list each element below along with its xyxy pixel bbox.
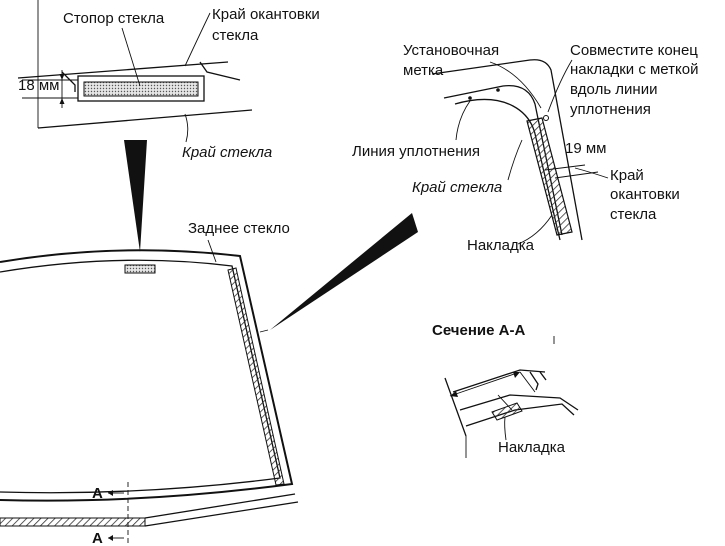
section-body-1 [459,394,579,411]
detail-molding-alignment: 19 мм Установочная метка Совместите коне… [352,42,698,254]
right-trim-tick [199,61,241,81]
install-mark-label-2: метка [403,62,444,79]
bottom-edge-1 [144,493,296,519]
trim-edge2-leader [574,167,609,179]
molding-detail [526,117,573,236]
glass-stopper-label: Стопор стекла [63,10,165,27]
detail-glass-stopper: 18 мм Стопор стекла Край окантовки стекл… [17,0,320,161]
glass-edge-line [37,109,253,129]
section-mark-bottom-head [108,535,113,541]
section-lip-1 [529,371,539,391]
rear-glass-outer [0,249,294,502]
trim-edge-label-2: стекла [212,27,259,44]
glass-edge-label: Край стекла [182,144,272,161]
install-mark-label-1: Установочная [403,42,499,59]
section-title: Сечение А-А [432,322,525,339]
section-clip [497,394,513,411]
glass-stopper-body [83,81,199,97]
molding-leader [517,214,553,245]
glass-edge-leader [184,113,189,143]
section-lip-2 [539,371,547,381]
section-ext [519,371,536,393]
section-left-edge [444,377,467,437]
zoom-wedge-right [270,213,418,330]
trim-edge-label-1: Край окантовки [212,6,320,23]
section-body-2 [465,403,575,427]
trim-edge2-label-3: стекла [610,206,657,223]
align-label-1: Совместите конец [570,42,698,59]
dim-19-line [554,171,599,179]
trim-edge2-label-1: Край [610,167,644,184]
rear-glass-leader [207,239,217,263]
section-dim-arrow-r [513,372,520,378]
molding-bottom [0,517,146,527]
section-molding [491,402,523,421]
seal-point-1 [496,88,500,92]
trim-edge2-label-2: окантовки [610,186,680,203]
section-glass-top [452,369,546,393]
section-mark-bottom: A [92,530,103,546]
trim-edge-outer [431,59,583,241]
seal-line-label: Линия уплотнения [352,143,480,160]
dim-19-label: 19 мм [565,140,606,157]
seal-point-2 [468,96,472,100]
left-trim-tick [61,71,76,92]
section-a-a: Сечение А-А Накладка [432,322,579,458]
dim-19-ext-1 [544,164,586,171]
zoom-wedge-top [124,140,147,252]
detail-ref-mark [259,329,269,333]
section-dim-line [449,371,521,397]
align-label-2: накладки с меткой [570,61,698,78]
align-label-4: уплотнения [570,101,651,118]
align-label-3: вдоль линии [570,81,657,98]
rear-glass-drawing: A A Заднее стекло [0,220,299,546]
glass-stopper-leader [121,27,141,87]
rear-glass-label: Заднее стекло [188,220,290,237]
bottom-edge-2 [144,501,299,527]
seal-line-leader [455,100,471,141]
section-molding-leader [504,416,507,441]
install-mark-leader [489,61,542,109]
molding-label: Накладка [467,237,535,254]
section-mark-top-head [108,490,113,496]
install-mark-dot [543,115,549,121]
dim-18-arrow-bottom [59,98,65,104]
glass-edge-label-2: Край стекла [412,179,502,196]
molding-side [227,267,285,486]
dim-18-label: 18 мм [18,77,59,94]
glass-edge-leader-2 [507,139,523,181]
section-dim-arrow-l [450,391,458,397]
trim-edge-leader [184,12,211,67]
glass-edge-inner [443,84,563,236]
section-mark-top: A [92,485,103,502]
glass-stopper-small [124,264,156,274]
section-molding-label: Накладка [498,439,566,456]
trim-edge-line [17,61,229,79]
align-leader [547,59,573,113]
dim-18-arrow-top [59,74,65,80]
